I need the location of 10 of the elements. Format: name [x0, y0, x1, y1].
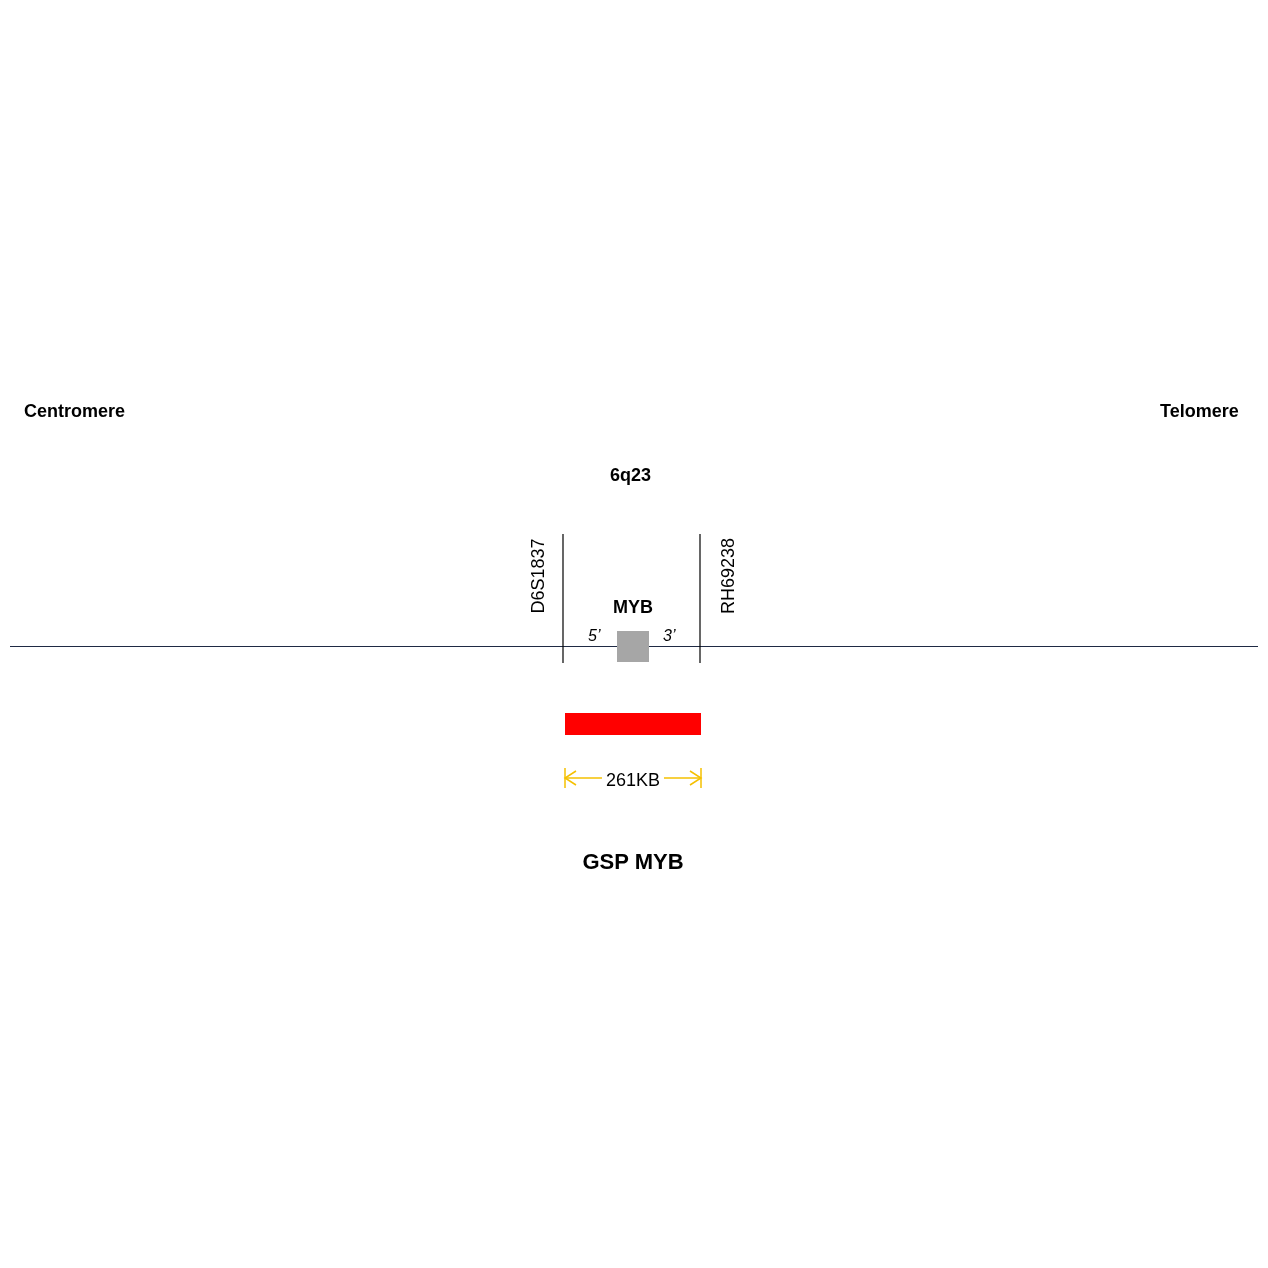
band-label: 6q23 — [610, 464, 652, 487]
end-label: Centromere — [24, 400, 126, 423]
probe-label: GSP MYB — [582, 848, 684, 876]
end-label: 5’ — [588, 626, 601, 646]
end-label: 3’ — [663, 626, 676, 646]
end-label: Telomere — [1160, 400, 1239, 423]
gene-label: MYB — [613, 596, 653, 618]
marker-label: D6S1837 — [526, 538, 549, 614]
marker-label: RH69238 — [716, 537, 739, 615]
probe-bar — [565, 713, 701, 735]
